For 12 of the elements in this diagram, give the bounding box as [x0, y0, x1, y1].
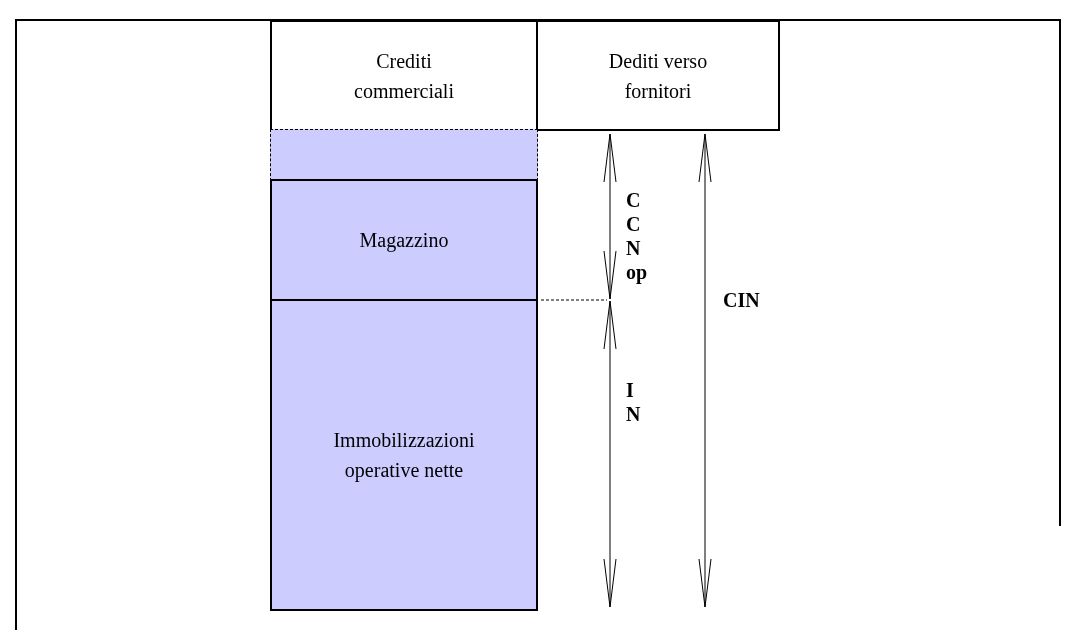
block-label: Crediti commerciali — [353, 48, 455, 104]
dimension-label: C C N op — [626, 188, 649, 284]
table-header-box — [536, 20, 780, 131]
block-label: Dediti verso fornitori — [607, 48, 709, 104]
block-label: Immobilizzazioni operative nette — [332, 428, 476, 484]
asset-block — [270, 179, 538, 301]
asset-block — [270, 299, 538, 611]
table-header-box — [270, 20, 538, 131]
asset-block — [270, 129, 538, 181]
dimension-label: CIN — [723, 288, 761, 312]
dimension-label: I N — [626, 378, 642, 426]
block-label: Magazzino — [359, 228, 449, 254]
